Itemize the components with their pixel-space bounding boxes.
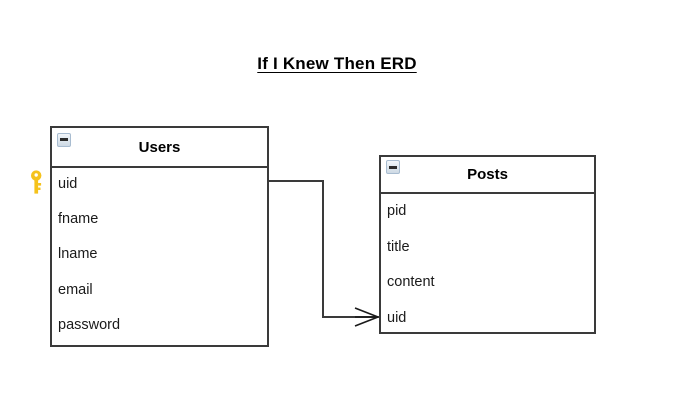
attribute-users-uid[interactable]: uid: [58, 176, 78, 192]
entity-posts[interactable]: Posts: [379, 155, 596, 334]
page-title: If I Knew Then ERD: [257, 54, 417, 73]
entity-posts-title: Posts: [467, 166, 508, 183]
attribute-users-email[interactable]: email: [58, 282, 93, 298]
entity-users-title: Users: [138, 138, 181, 156]
minus-icon[interactable]: [57, 132, 71, 147]
crowsfoot-many-icon: [354, 307, 379, 327]
attribute-posts-content[interactable]: content: [387, 274, 435, 290]
attribute-users-password[interactable]: password: [58, 317, 121, 333]
relationship-line: [269, 180, 379, 318]
attribute-posts-pid[interactable]: pid: [387, 203, 407, 219]
key-icon: [31, 170, 42, 194]
attribute-users-fname[interactable]: fname: [58, 211, 99, 227]
entity-users[interactable]: Users: [50, 126, 269, 347]
minus-icon[interactable]: [386, 160, 400, 174]
entity-posts-header: Posts: [381, 157, 594, 194]
attribute-posts-uid[interactable]: uid: [387, 310, 407, 326]
entity-users-header: Users: [52, 128, 267, 168]
attribute-posts-title[interactable]: title: [387, 239, 410, 255]
attribute-users-lname[interactable]: lname: [58, 246, 98, 262]
